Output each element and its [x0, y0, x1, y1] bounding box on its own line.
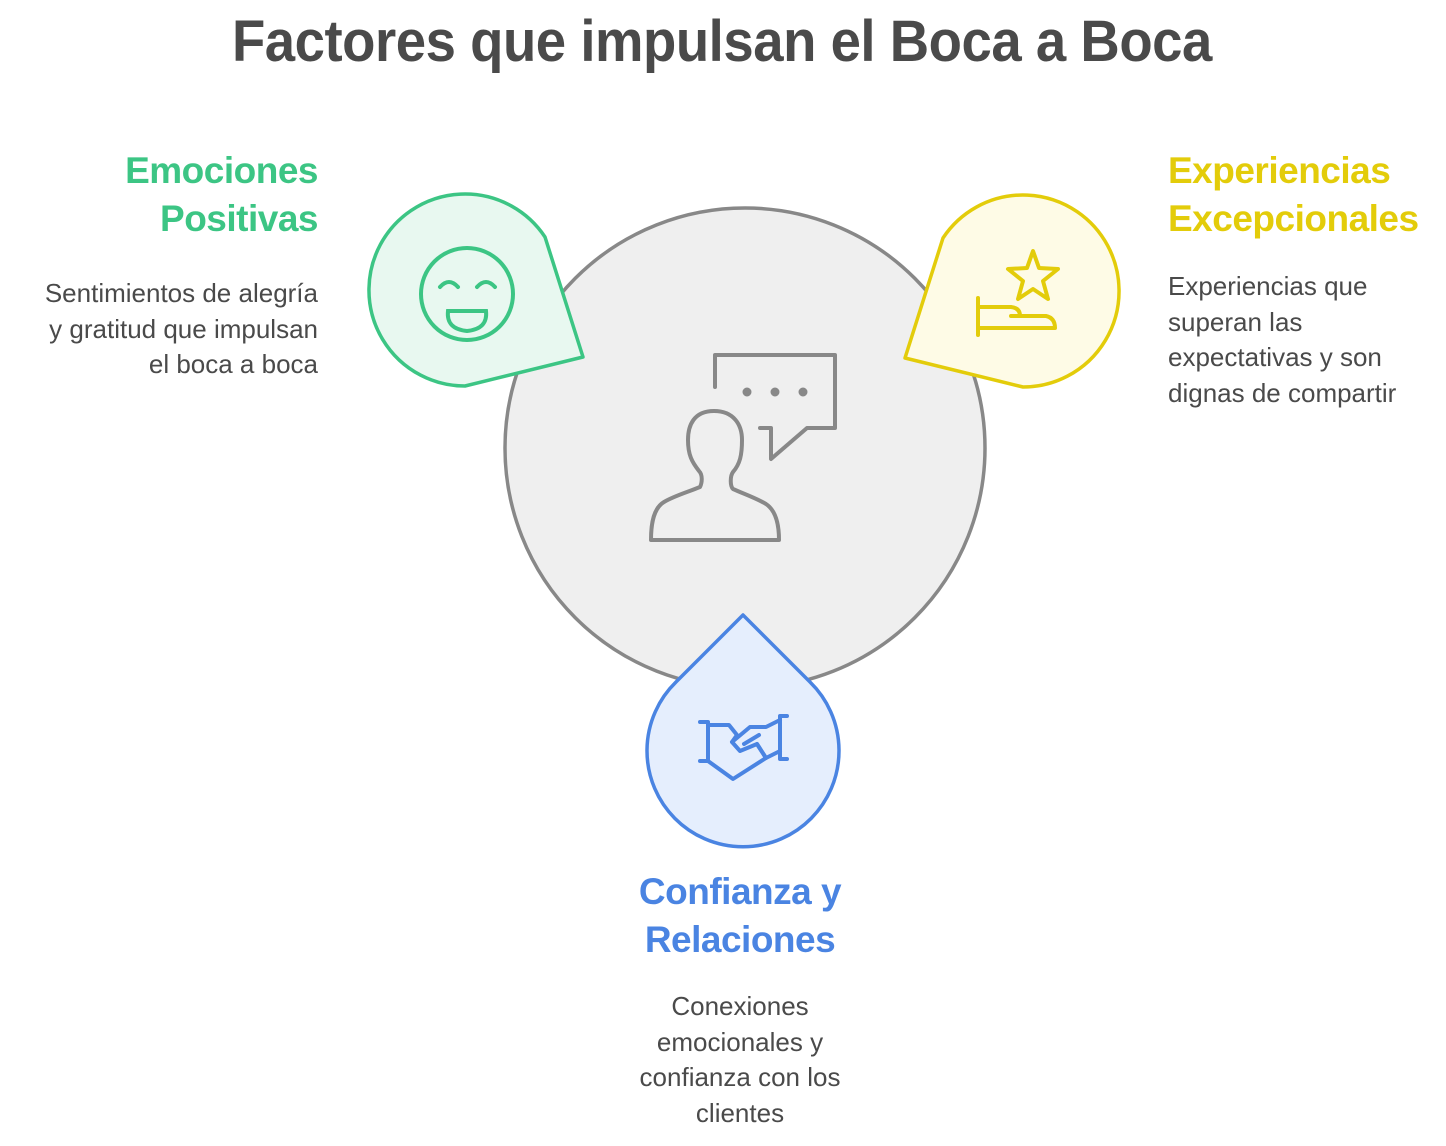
- heading-line: Excepcionales: [1168, 198, 1419, 239]
- description-line: y gratitud que impulsan: [49, 313, 318, 344]
- description-line: el boca a boca: [148, 349, 318, 379]
- heading-line: Experiencias: [1168, 150, 1391, 191]
- confianza-drop: [645, 613, 841, 849]
- emociones-heading: Emociones Positivas: [20, 147, 318, 243]
- description-line: expectativas y son: [1168, 342, 1382, 372]
- description-line: Conexiones: [671, 991, 809, 1021]
- heading-line: Confianza y: [638, 871, 842, 912]
- emociones-drop: [367, 192, 585, 388]
- smiley-face-icon: [419, 246, 515, 342]
- experiencias-heading: Experiencias Excepcionales: [1168, 147, 1446, 243]
- experiencias-drop: [903, 193, 1121, 389]
- emociones-description: Sentimientos de alegría y gratitud que i…: [0, 276, 318, 383]
- handshake-icon: [698, 714, 789, 781]
- description-line: confianza con los: [639, 1062, 841, 1092]
- confianza-heading: Confianza y Relaciones: [590, 868, 890, 964]
- heading-line: Positivas: [160, 198, 318, 239]
- description-line: dignas de compartir: [1168, 377, 1397, 408]
- person-speech-bubble-icon: [649, 353, 837, 542]
- page-title: Factores que impulsan el Boca a Boca: [231, 9, 1212, 74]
- description-line: emocionales y: [656, 1026, 824, 1057]
- experiencias-description: Experiencias que superan las expectativa…: [1168, 269, 1446, 411]
- description-line: Sentimientos de alegría: [44, 278, 318, 308]
- heading-line: Relaciones: [644, 919, 836, 960]
- description-line: clientes: [695, 1097, 785, 1128]
- heading-line: Emociones: [125, 150, 318, 191]
- description-line: Experiencias que: [1168, 271, 1368, 301]
- description-line: superan las: [1168, 306, 1303, 337]
- confianza-description: Conexiones emocionales y confianza con l…: [590, 989, 890, 1131]
- hand-star-icon: [976, 249, 1060, 337]
